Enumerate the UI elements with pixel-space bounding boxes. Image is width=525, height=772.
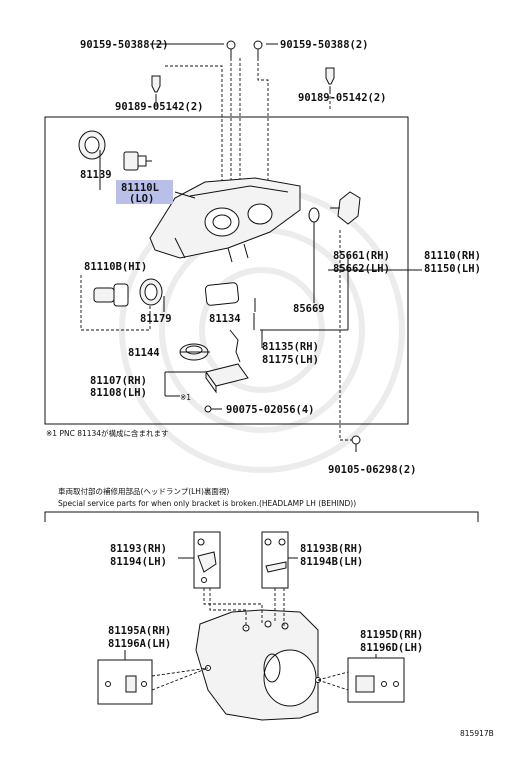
- svg-text:85669: 85669: [293, 303, 325, 315]
- svg-text:81196A(LH): 81196A(LH): [108, 638, 171, 650]
- section-title-en: Special service parts for when only brac…: [58, 499, 356, 508]
- note-mark: ※1: [180, 393, 191, 402]
- callout-90159-50388-left[interactable]: 90159-50388(2): [80, 39, 169, 51]
- callout-81110b[interactable]: 81110B(HI): [84, 261, 147, 273]
- svg-text:81110B(HI): 81110B(HI): [84, 261, 147, 273]
- bracket-81195a-icon: [105, 675, 147, 693]
- clip-right-icon: [325, 67, 335, 85]
- svg-text:81110(RH): 81110(RH): [424, 250, 481, 262]
- cap-81144-icon: [179, 343, 209, 361]
- footnote: ※1 PNC 81134が構成に含まれます: [46, 428, 169, 438]
- callout-81144[interactable]: 81144: [128, 347, 160, 359]
- svg-text:81144: 81144: [128, 347, 160, 359]
- callout-81195d-81196d[interactable]: 81195D(RH) 81196D(LH): [360, 629, 423, 654]
- callout-90075-02056[interactable]: 90075-02056(4): [226, 404, 315, 416]
- svg-text:85661(RH): 85661(RH): [333, 250, 390, 262]
- svg-text:81196D(LH): 81196D(LH): [360, 642, 423, 654]
- lamp-computer-icon: [205, 363, 249, 394]
- svg-text:90189-05142(2): 90189-05142(2): [115, 101, 204, 113]
- bracket-81193-frame: [193, 531, 221, 589]
- bracket-81195d-icon: [355, 675, 399, 693]
- housing-back-icon: [195, 609, 321, 721]
- section-bracket: [44, 511, 479, 522]
- callout-90189-05142-right[interactable]: 90189-05142(2): [298, 92, 387, 104]
- headlamp-housing-icon: [149, 177, 301, 263]
- highlight-box: [116, 180, 173, 204]
- svg-text:81107(RH): 81107(RH): [90, 375, 147, 387]
- gasket-81134-icon: [204, 282, 240, 306]
- svg-text:81193(RH): 81193(RH): [110, 543, 167, 555]
- svg-text:90159-50388(2): 90159-50388(2): [80, 39, 169, 51]
- svg-text:90075-02056(4): 90075-02056(4): [226, 404, 315, 416]
- svg-text:85662(LH): 85662(LH): [333, 263, 390, 275]
- bracket-81193b-icon: [264, 538, 287, 573]
- svg-text:81175(LH): 81175(LH): [262, 354, 319, 366]
- wire-harness-icon: [229, 329, 241, 363]
- callout-90189-05142-left[interactable]: 90189-05142(2): [115, 101, 204, 113]
- screw-icon: [204, 405, 222, 413]
- bolt-left-icon: [226, 40, 236, 58]
- callout-81110l[interactable]: 81110L (LO): [116, 180, 173, 205]
- svg-text:81134: 81134: [209, 313, 241, 325]
- svg-text:90189-05142(2): 90189-05142(2): [298, 92, 387, 104]
- svg-text:81108(LH): 81108(LH): [90, 387, 147, 399]
- callout-81110-81150[interactable]: 81110(RH) 81150(LH): [424, 250, 481, 275]
- socket-hi-icon: [93, 283, 129, 307]
- leveling-motor-icon: [330, 191, 361, 225]
- diagram-id: 815917B: [460, 729, 494, 738]
- o-ring-icon: [308, 207, 320, 223]
- seal-81179-icon: [139, 278, 163, 306]
- callout-81135-81175[interactable]: 81135(RH) 81175(LH): [262, 341, 319, 366]
- svg-text:90105-06298(2): 90105-06298(2): [328, 464, 417, 476]
- callout-90105-06298[interactable]: 90105-06298(2): [328, 464, 417, 476]
- svg-text:81179: 81179: [140, 313, 172, 325]
- bolt-right-icon: [253, 40, 263, 58]
- callout-81193b-81194b[interactable]: 81193B(RH) 81194B(LH): [300, 543, 363, 568]
- callout-81193-81194[interactable]: 81193(RH) 81194(LH): [110, 543, 167, 568]
- svg-text:81135(RH): 81135(RH): [262, 341, 319, 353]
- bolt-90105-icon: [351, 435, 361, 452]
- svg-text:81194(LH): 81194(LH): [110, 556, 167, 568]
- bracket-81193-icon: [197, 538, 217, 583]
- svg-text:81195A(RH): 81195A(RH): [108, 625, 171, 637]
- svg-text:81139: 81139: [80, 169, 112, 181]
- svg-text:81194B(LH): 81194B(LH): [300, 556, 363, 568]
- callout-85669[interactable]: 85669: [293, 303, 325, 315]
- section-title-jp: 車両取付部の補修用部品(ヘッドランプ(LH)裏面視): [58, 486, 229, 496]
- callout-81134[interactable]: 81134: [209, 313, 241, 325]
- callout-90159-50388-right[interactable]: 90159-50388(2): [280, 39, 369, 51]
- svg-text:81150(LH): 81150(LH): [424, 263, 481, 275]
- svg-text:(LO): (LO): [129, 193, 154, 205]
- callout-85661-85662[interactable]: 85661(RH) 85662(LH): [333, 250, 390, 275]
- dust-cap-81139-icon: [78, 130, 106, 160]
- callout-81179[interactable]: 81179: [140, 313, 172, 325]
- svg-text:81195D(RH): 81195D(RH): [360, 629, 423, 641]
- callout-81195a-81196a[interactable]: 81195A(RH) 81196A(LH): [108, 625, 171, 650]
- callout-81139[interactable]: 81139: [80, 169, 112, 181]
- clip-left-icon: [151, 75, 161, 93]
- svg-text:81110L: 81110L: [121, 182, 159, 194]
- bulb-icon: [123, 151, 152, 171]
- svg-text:81193B(RH): 81193B(RH): [300, 543, 363, 555]
- svg-text:90159-50388(2): 90159-50388(2): [280, 39, 369, 51]
- callout-81107-81108[interactable]: 81107(RH) 81108(LH): [90, 375, 147, 399]
